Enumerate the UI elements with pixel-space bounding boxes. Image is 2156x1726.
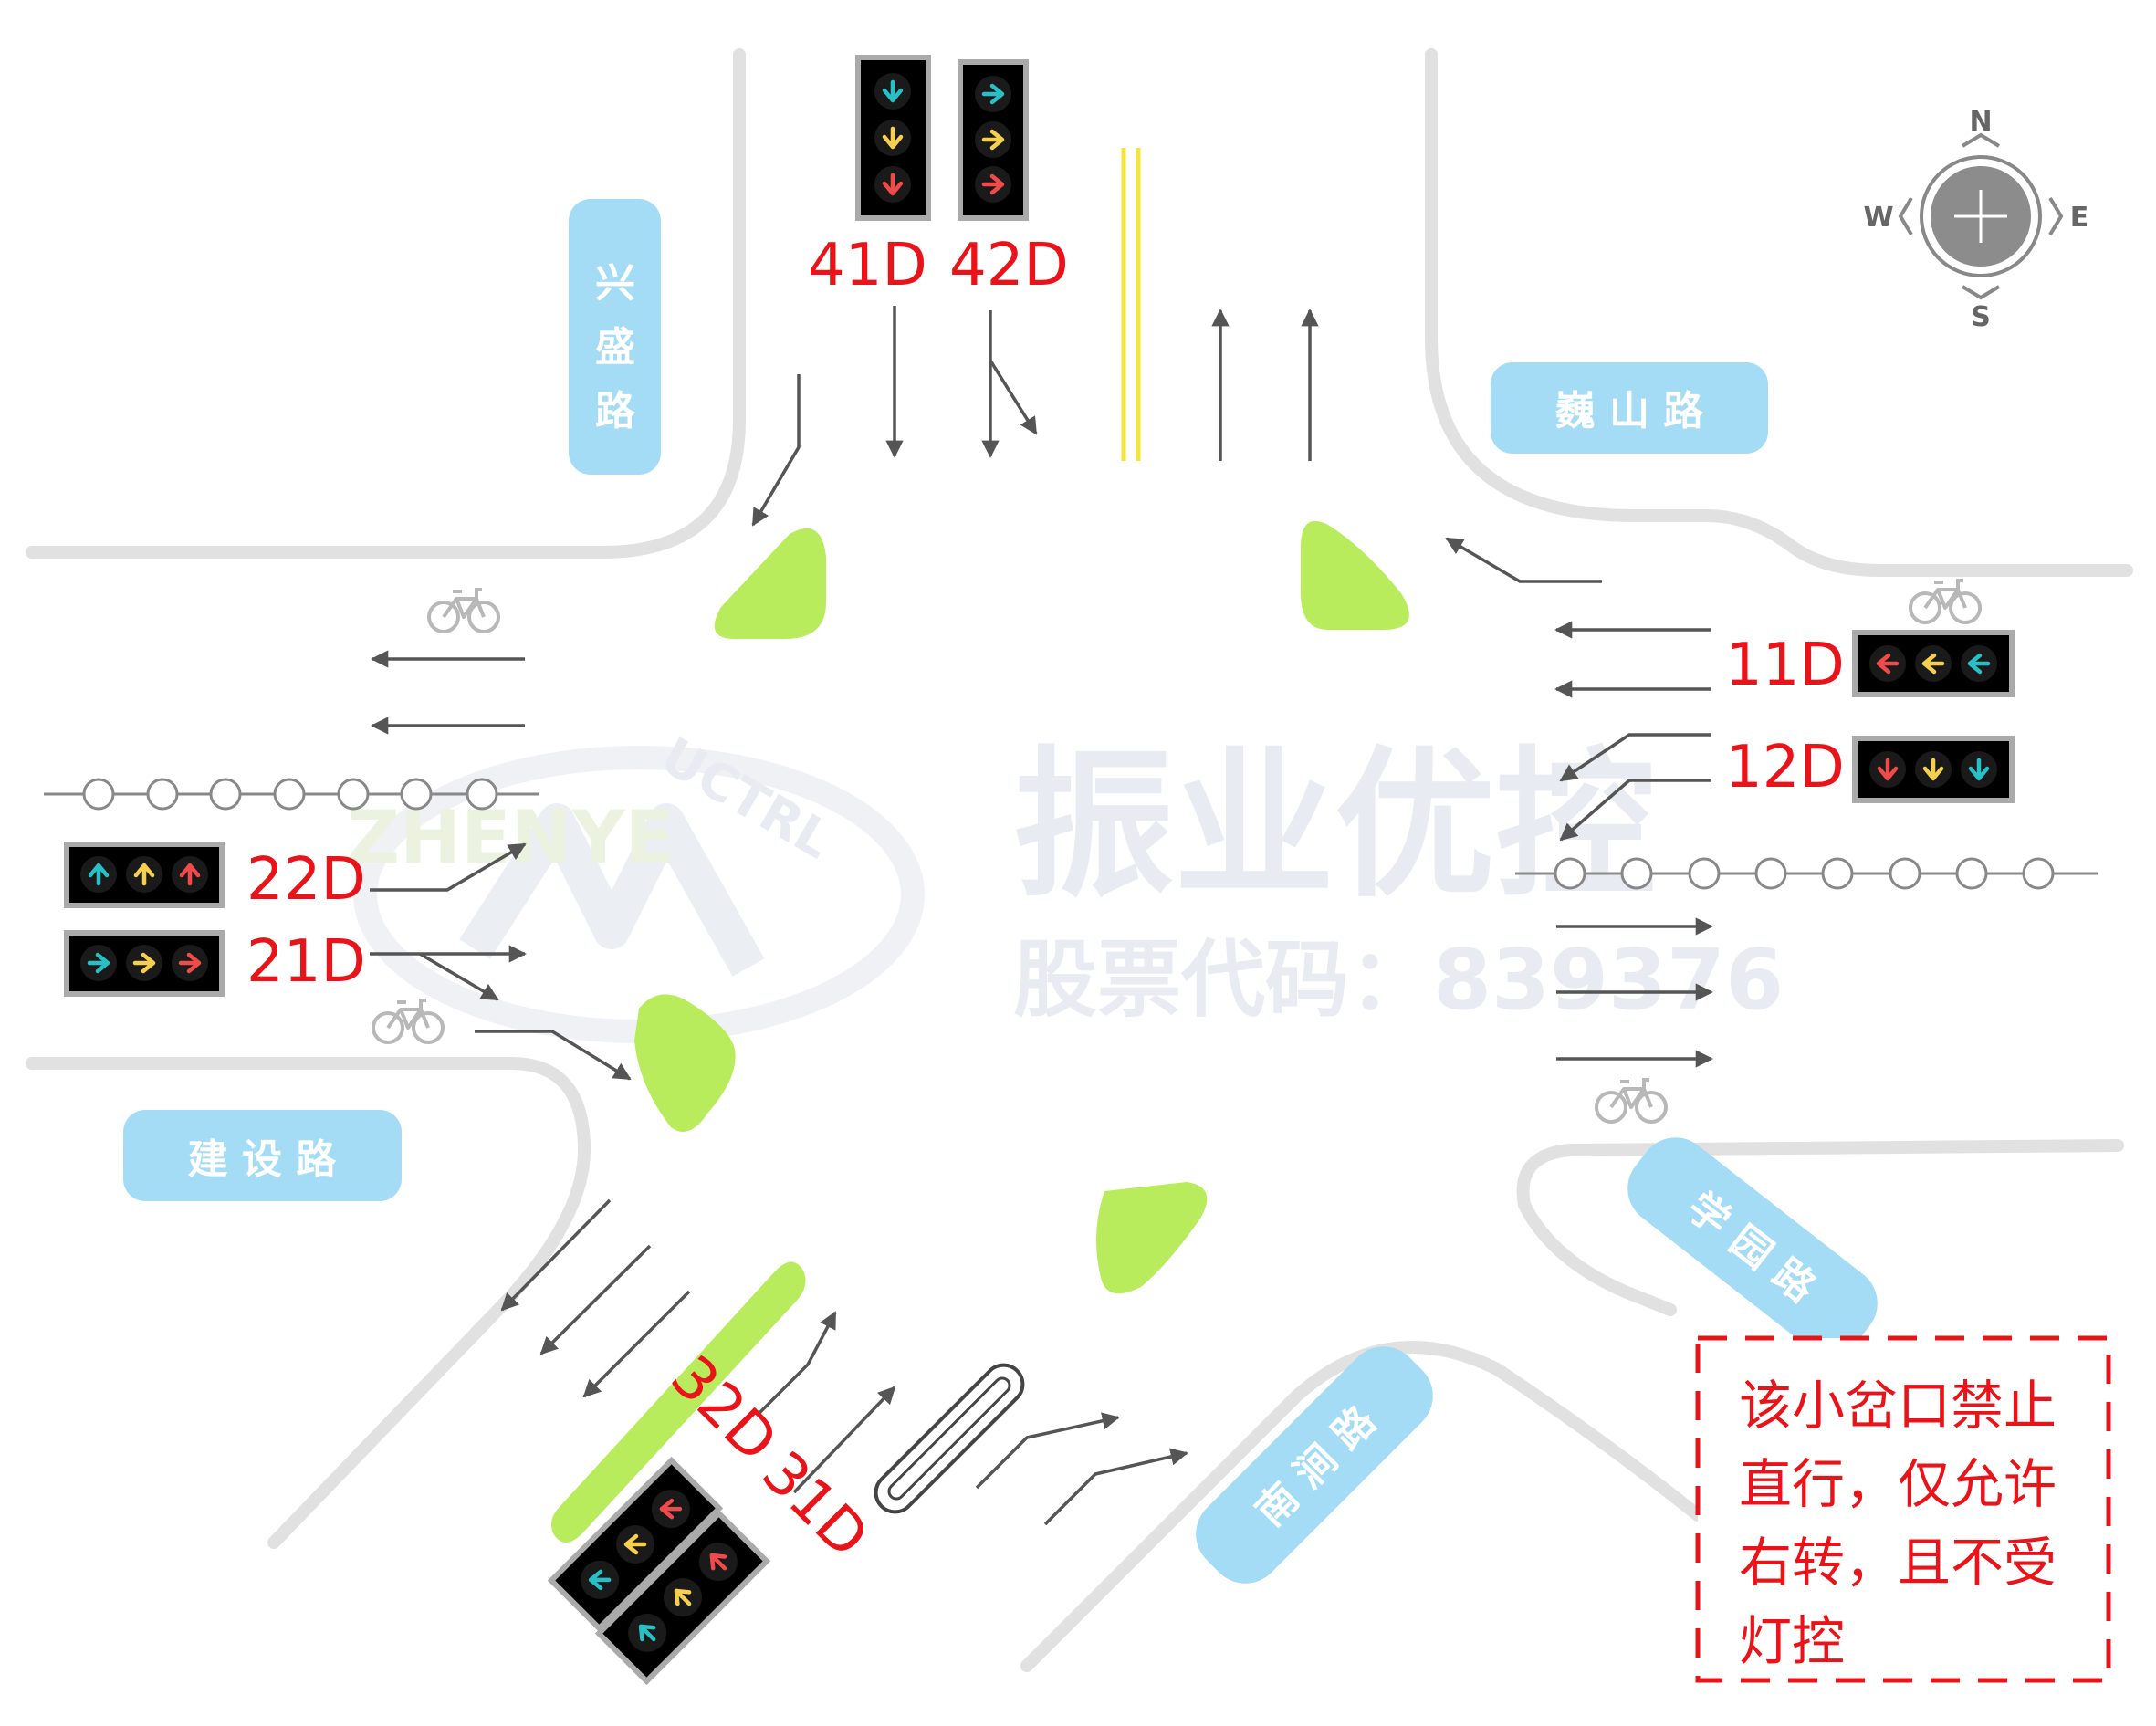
watermark-stock-code: 股票代码：839376: [1013, 931, 1784, 1029]
road-edge-w-sw: [26, 1057, 591, 1549]
signal-label-41D: 41D: [808, 232, 927, 299]
road-label-north-text: 兴盛路: [595, 260, 636, 434]
compass-rose: N S E W: [1863, 106, 2088, 333]
lane-arrow-s-right-2: [1043, 1448, 1188, 1526]
signal-head-31D: [594, 1509, 771, 1686]
watermark-logo: ZHENYE UCTRL: [347, 727, 925, 1043]
road-label-north: 兴盛路: [569, 199, 661, 475]
watermark-logo-text: ZHENYE: [347, 795, 675, 880]
lane-arrows: [370, 306, 1713, 1526]
road-edge-s: [1020, 1341, 1704, 1672]
road-label-east-text: 巍 山 路: [1555, 388, 1705, 434]
compass-west: W: [1863, 202, 1893, 234]
compass-east: E: [2070, 202, 2089, 234]
bike-icon-e-out: [1595, 1078, 1668, 1124]
signal-label-11D: 11D: [1725, 632, 1845, 699]
signal-head-32D: [547, 1456, 724, 1633]
lane-arrow-e-right: [1445, 537, 1602, 583]
lane-arrow-n-right: [751, 374, 801, 527]
compass-south: S: [1971, 301, 1991, 333]
signal-label-22D: 22D: [246, 846, 366, 914]
road-edge-se: [1516, 1139, 2124, 1316]
road-edge-ne: [1425, 48, 2133, 577]
crosswalk-east: [1515, 857, 2098, 890]
road-label-west: 建 设 路: [123, 1110, 402, 1201]
signal-head-11D: [1852, 630, 2015, 697]
note-line-4: 灯控: [1739, 1610, 1845, 1672]
island-sw-strip: [551, 1261, 806, 1543]
signal-head-42D: [958, 59, 1029, 221]
note-line-3: 右转，且不受: [1739, 1532, 2057, 1594]
signal-head-12D: [1852, 736, 2015, 803]
lane-arrow-sw-out-2: [539, 1244, 652, 1355]
lane-arrow-w-right-1: [419, 952, 499, 1001]
island-ne: [1301, 520, 1409, 630]
note-line-2: 直行，仅允许: [1739, 1453, 2057, 1515]
lane-arrow-s-right-1: [975, 1412, 1120, 1490]
road-label-west-text: 建 设 路: [188, 1136, 338, 1183]
island-nw: [714, 528, 826, 639]
note-box: 该小岔口禁止 直行，仅允许 右转，且不受 灯控: [1695, 1335, 2111, 1683]
signal-label-31D: 31D: [748, 1439, 881, 1572]
island-w: [634, 994, 736, 1132]
road-label-east: 巍 山 路: [1491, 362, 1768, 454]
signal-head-21D: [64, 930, 225, 997]
lane-arrow-sw-out-1: [500, 1198, 612, 1312]
bike-icon-w-out: [427, 588, 500, 633]
center-line-north: [1121, 148, 1141, 461]
lane-arrow-sw-right: [792, 1386, 896, 1494]
traffic-islands: [551, 520, 1409, 1543]
bike-icon-e-in: [1909, 579, 1982, 624]
watermark: ZHENYE UCTRL 振业优控 股票代码：839376: [347, 727, 1784, 1043]
median-south: [874, 1363, 1025, 1514]
signal-head-41D: [855, 55, 931, 221]
note-line-1: 该小岔口禁止: [1739, 1375, 2057, 1437]
lane-arrow-sw-out-3: [582, 1290, 691, 1398]
lane-arrow-n-right-turn: [989, 360, 1038, 435]
signal-label-32D: 32D: [657, 1344, 790, 1476]
lane-arrow-w-right-2: [475, 1030, 632, 1081]
watermark-brand: 振业优控: [1013, 732, 1656, 919]
lane-arrow-w-left: [370, 842, 527, 892]
crosswalk-west: [44, 778, 539, 811]
signal-label-12D: 12D: [1725, 734, 1845, 801]
island-s: [1096, 1182, 1208, 1294]
lane-arrow-e-left-1: [1559, 733, 1711, 782]
lane-arrow-sw-left: [756, 1311, 837, 1417]
road-edges: [26, 48, 2133, 1672]
signal-head-22D: [64, 842, 225, 908]
bike-icon-w-in: [372, 999, 445, 1044]
road-edge-nw: [26, 48, 746, 559]
lane-arrow-e-left-2: [1559, 779, 1711, 842]
signal-label-42D: 42D: [949, 232, 1069, 299]
compass-north: N: [1969, 106, 1992, 138]
road-label-southeast: 学 园 路: [1627, 1137, 1878, 1355]
signal-label-21D: 21D: [246, 928, 366, 996]
